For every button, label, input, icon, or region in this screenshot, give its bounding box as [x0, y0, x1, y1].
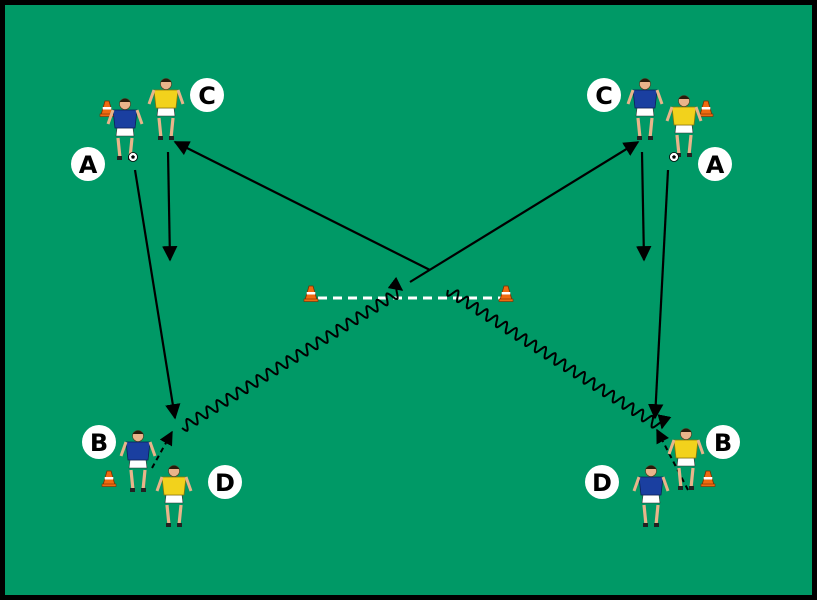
- soccer-ball-icon: [128, 152, 138, 162]
- cross-pass-to-right-c: [409, 141, 640, 283]
- label-right-c: C: [587, 78, 621, 112]
- badge-letter: D: [215, 469, 235, 497]
- badge-letter: B: [714, 429, 732, 457]
- left-b-short-pass: [151, 430, 173, 469]
- soccer-ball-icon: [669, 152, 679, 162]
- left-a-to-b-pass: [133, 169, 181, 420]
- label-left-b: B: [82, 425, 116, 459]
- left-dribble-path: [181, 276, 404, 432]
- right-b-short-pass: [656, 428, 689, 491]
- cross-pass-to-left-c: [173, 141, 431, 271]
- badge-circle: [587, 78, 621, 112]
- badge-circle: [82, 425, 116, 459]
- badge-circle: [698, 147, 732, 181]
- label-right-d: D: [585, 465, 619, 499]
- right-a-to-b-pass: [648, 169, 670, 420]
- right-c-run: [636, 151, 652, 262]
- badge-letter: A: [79, 151, 98, 179]
- badge-letter: D: [592, 469, 612, 497]
- badge-letter: C: [595, 82, 613, 110]
- badge-circle: [71, 147, 105, 181]
- label-left-a: A: [71, 147, 105, 181]
- label-right-b: B: [706, 425, 740, 459]
- badge-circle: [190, 78, 224, 112]
- right-dribble-path: [446, 289, 672, 430]
- dashed-passes: [151, 428, 689, 491]
- badge-letter: C: [198, 82, 216, 110]
- label-left-c: C: [190, 78, 224, 112]
- pitch: [5, 5, 812, 595]
- badge-letter: A: [706, 151, 725, 179]
- badge-letter: B: [90, 429, 108, 457]
- badge-circle: [585, 465, 619, 499]
- left-c-run: [162, 151, 178, 262]
- label-right-a: A: [698, 147, 732, 181]
- label-left-d: D: [208, 465, 242, 499]
- pass-lines: [133, 141, 670, 420]
- badge-circle: [208, 465, 242, 499]
- badge-circle: [706, 425, 740, 459]
